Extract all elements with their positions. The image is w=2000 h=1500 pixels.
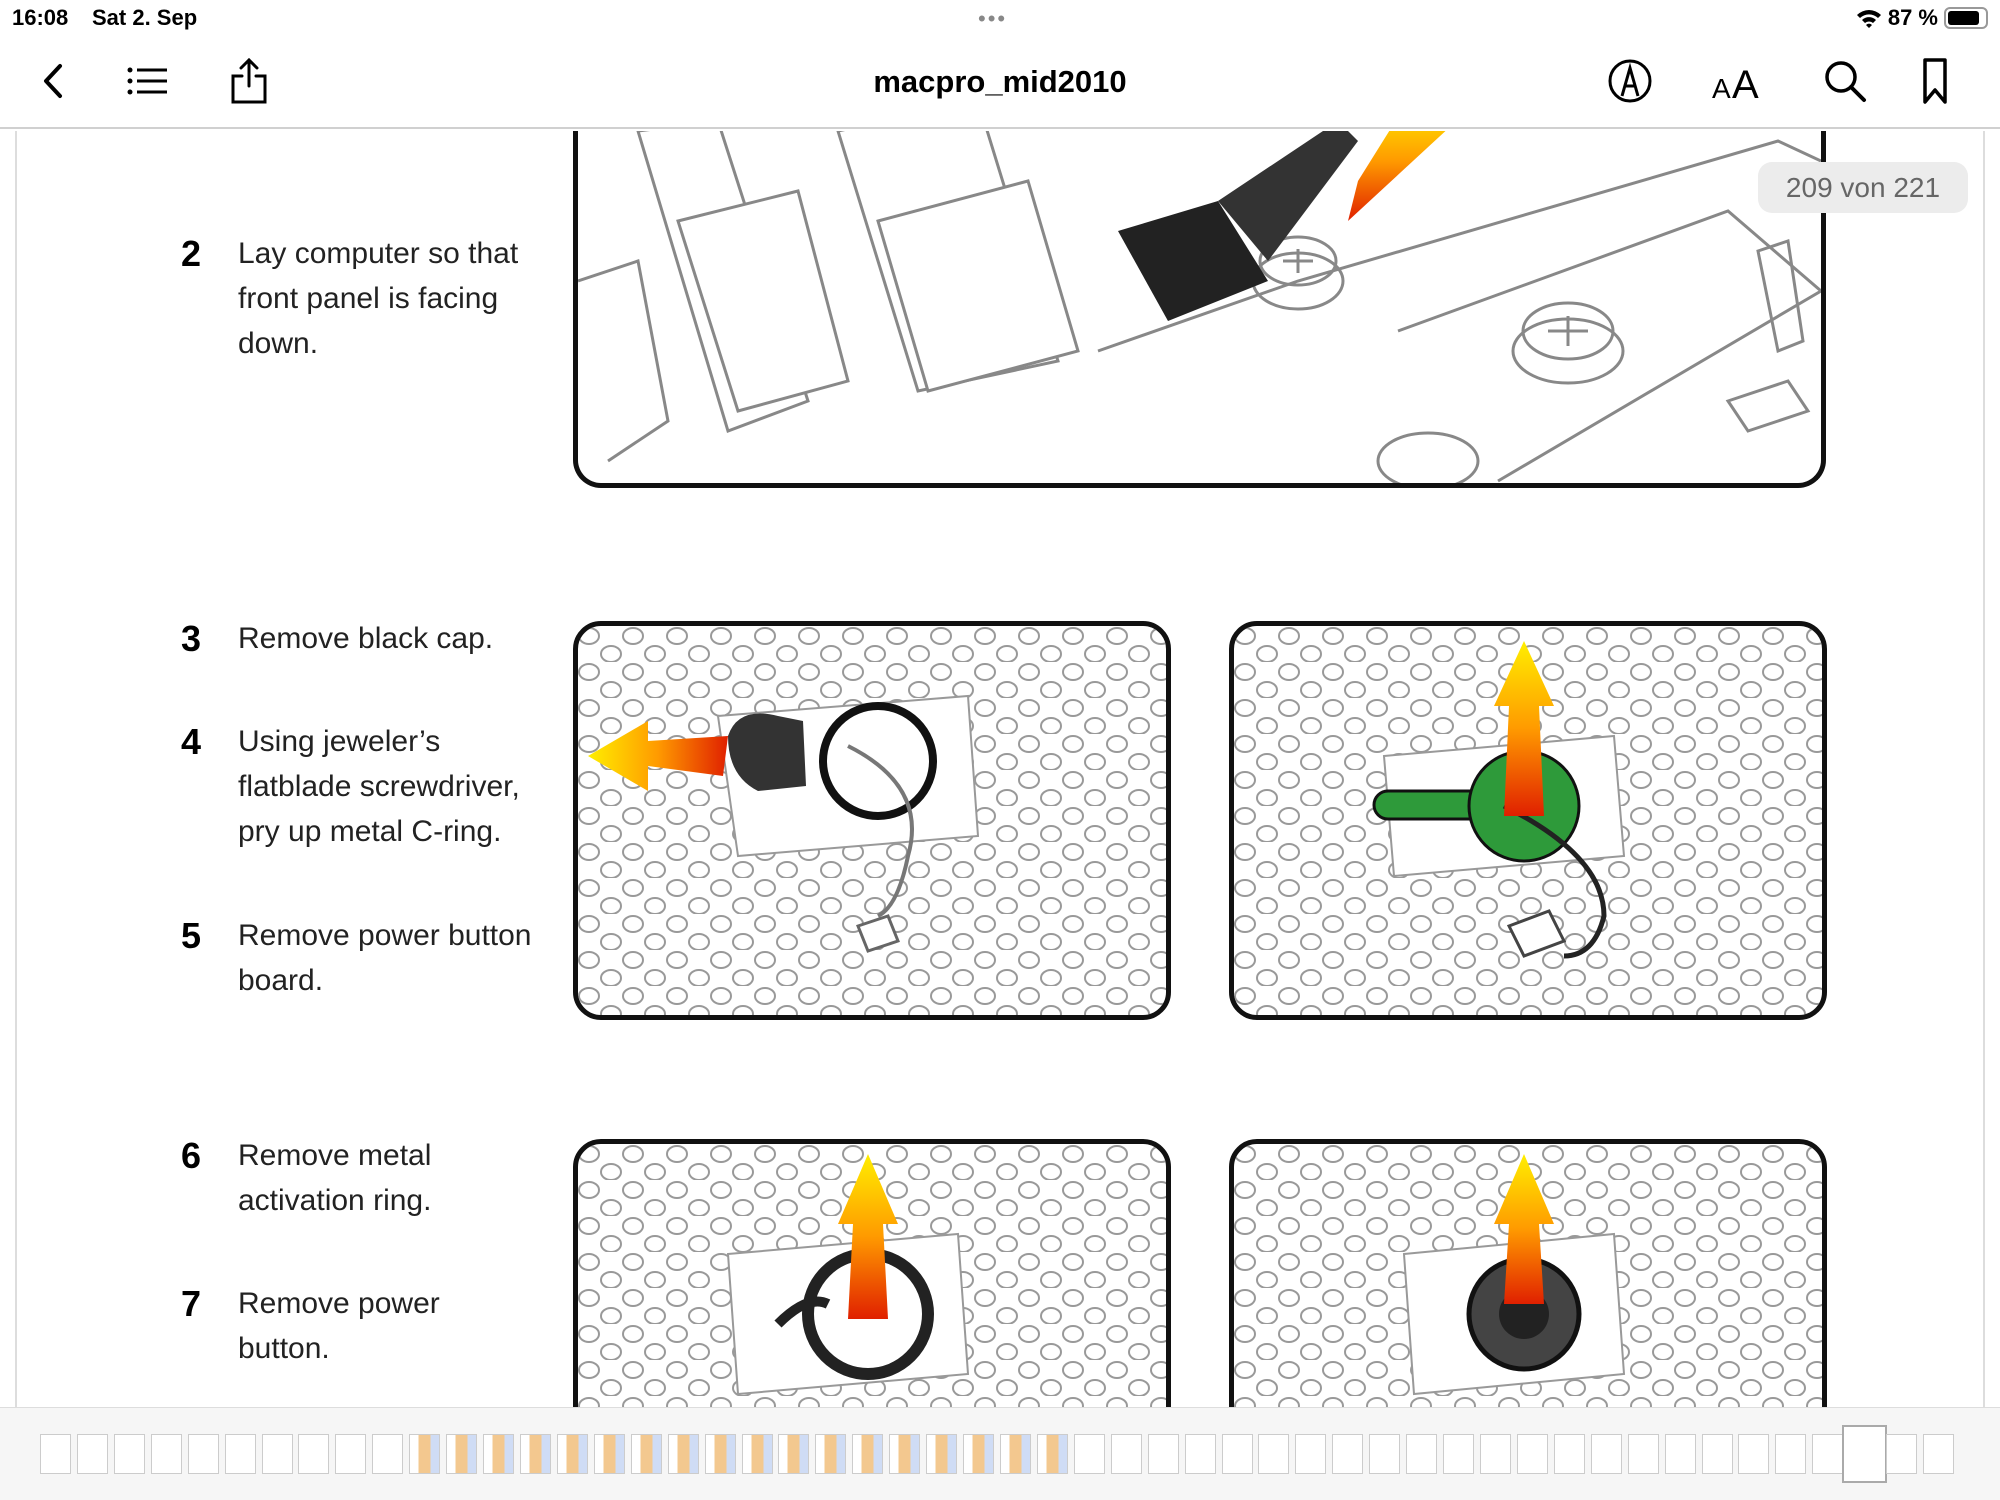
page-thumbnail[interactable] [1775, 1434, 1807, 1474]
page-thumbnail[interactable] [224, 1434, 256, 1474]
step-text: Lay computer so that front panel is faci… [238, 237, 519, 360]
chassis-drawing [578, 131, 1821, 483]
page-thumbnail[interactable] [1147, 1434, 1179, 1474]
page-thumbnail[interactable] [187, 1434, 219, 1474]
page-thumbnail[interactable] [1701, 1434, 1733, 1474]
page-thumbnail[interactable] [593, 1434, 625, 1474]
status-date: Sat 2. Sep [92, 5, 198, 30]
page-indicator: 209 von 221 [1758, 162, 1968, 213]
search-icon[interactable] [1820, 56, 1870, 106]
status-bar: 16:08 Sat 2. Sep ••• 87 % [0, 0, 2000, 36]
wifi-icon [1856, 10, 1881, 28]
page-thumbnail[interactable] [1886, 1434, 1918, 1474]
battery-icon [1944, 7, 1988, 29]
page-thumbnail[interactable] [1073, 1434, 1105, 1474]
page-thumbnail[interactable] [1332, 1434, 1364, 1474]
page-thumbnail[interactable] [815, 1434, 847, 1474]
page-thumbnail[interactable] [778, 1434, 810, 1474]
page-thumbnail[interactable] [372, 1434, 404, 1474]
step-text: Remove power button. [238, 1287, 440, 1365]
table-of-contents-icon[interactable] [122, 56, 172, 106]
page-thumbnail[interactable] [1406, 1434, 1438, 1474]
step-number: 6 [181, 1135, 202, 1176]
page-thumbnail[interactable] [40, 1434, 71, 1474]
page-thumbnail[interactable] [335, 1434, 367, 1474]
page-thumbnail[interactable] [852, 1434, 884, 1474]
remove-ring-drawing [578, 1144, 1166, 1407]
markup-icon[interactable] [1605, 56, 1655, 106]
step-number: 3 [181, 618, 202, 659]
remove-cap-drawing [578, 626, 1166, 1015]
page-thumbnail[interactable] [1443, 1434, 1475, 1474]
step-text: Using jeweler’s flatblade screwdriver, p… [238, 725, 520, 848]
page-thumbnail[interactable] [150, 1434, 182, 1474]
page-thumbnail[interactable] [1516, 1434, 1548, 1474]
battery-percent: 87 % [1887, 5, 1938, 30]
page-thumbnail[interactable] [667, 1434, 699, 1474]
page-thumbnail[interactable] [926, 1434, 958, 1474]
page-thumbnail[interactable] [630, 1434, 662, 1474]
page-thumbnail[interactable] [261, 1434, 293, 1474]
page-thumbnail[interactable] [113, 1434, 145, 1474]
page-thumbnail[interactable] [1627, 1434, 1659, 1474]
document-title: macpro_mid2010 [873, 64, 1127, 99]
step-text: Remove black cap. [238, 622, 494, 655]
page-thumbnail[interactable] [483, 1434, 515, 1474]
remove-button-drawing [1234, 1144, 1822, 1407]
page-thumbnail[interactable] [1110, 1434, 1142, 1474]
page-thumbnail[interactable] [1590, 1434, 1622, 1474]
page-thumbnail[interactable] [1369, 1434, 1401, 1474]
illustration-chassis [573, 131, 1826, 488]
remove-board-drawing [1234, 626, 1822, 1015]
page-thumbnail[interactable] [1221, 1434, 1253, 1474]
page-thumbnail-strip[interactable] [0, 1407, 2000, 1500]
page-thumbnail-current[interactable] [1842, 1425, 1888, 1483]
page-thumbnail[interactable] [1553, 1434, 1585, 1474]
svg-text:A: A [1732, 63, 1759, 106]
share-icon[interactable] [224, 56, 274, 106]
page-thumbnail[interactable] [409, 1434, 441, 1474]
bookmark-icon[interactable] [1910, 56, 1960, 106]
step-number: 4 [181, 721, 202, 762]
page-thumbnail[interactable] [446, 1434, 478, 1474]
page-thumbnail[interactable] [556, 1434, 588, 1474]
page-thumbnail[interactable] [1184, 1434, 1216, 1474]
illustration-remove-button [1229, 1139, 1827, 1407]
page-thumbnail[interactable] [1000, 1434, 1031, 1474]
page-thumbnail[interactable] [76, 1434, 108, 1474]
page-thumbnail[interactable] [1664, 1434, 1696, 1474]
step-number: 5 [181, 915, 202, 956]
back-icon[interactable] [28, 56, 78, 106]
page-thumbnail[interactable] [1923, 1434, 1955, 1474]
multitasking-dots[interactable]: ••• [978, 6, 1008, 31]
illustration-remove-cap [573, 621, 1171, 1020]
page-thumbnail[interactable] [298, 1434, 330, 1474]
page-thumbnail[interactable] [704, 1434, 736, 1474]
page-thumbnail[interactable] [889, 1434, 921, 1474]
page-thumbnail[interactable] [1812, 1434, 1844, 1474]
page-thumbnail[interactable] [1258, 1434, 1290, 1474]
page-thumbnail[interactable] [1036, 1434, 1068, 1474]
step-text: Remove metal activation ring. [238, 1139, 432, 1217]
illustration-remove-board [1229, 621, 1827, 1020]
page-thumbnail[interactable] [741, 1434, 773, 1474]
page-thumbnail[interactable] [1738, 1434, 1770, 1474]
page-thumbnail[interactable] [1480, 1434, 1511, 1474]
step-text: Remove power button board. [238, 919, 532, 997]
step-number: 2 [181, 233, 202, 274]
page-thumbnail[interactable] [520, 1434, 551, 1474]
page-thumbnail[interactable] [963, 1434, 995, 1474]
pdf-page[interactable]: 2 Lay computer so that front panel is fac… [15, 131, 1985, 1407]
illustration-remove-ring [573, 1139, 1171, 1407]
svg-text:A: A [1712, 73, 1731, 104]
step-number: 7 [181, 1283, 202, 1324]
status-time: 16:08 [12, 5, 69, 30]
page-thumbnail[interactable] [1295, 1434, 1327, 1474]
